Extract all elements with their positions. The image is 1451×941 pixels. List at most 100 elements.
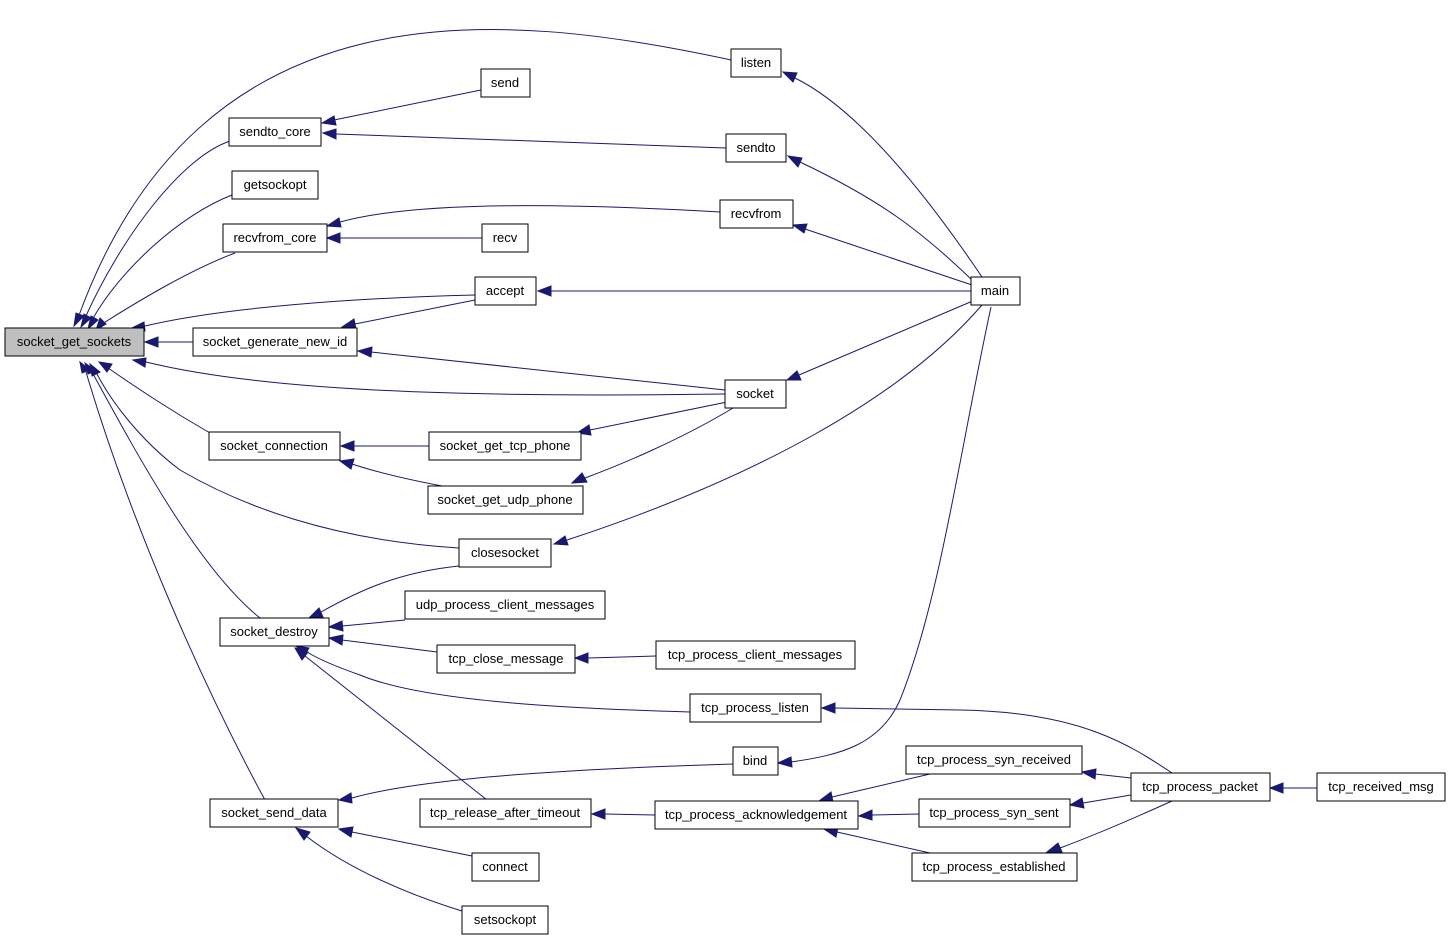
node-tcp_close_message[interactable]: tcp_close_message (436, 644, 576, 674)
arrowhead (73, 312, 85, 328)
node-setsockopt[interactable]: setsockopt (461, 905, 549, 935)
svg-text:socket: socket (736, 386, 774, 401)
svg-text:recvfrom: recvfrom (731, 206, 782, 221)
svg-text:closesocket: closesocket (471, 545, 539, 560)
svg-text:getsockopt: getsockopt (244, 177, 307, 192)
arrowhead (294, 827, 311, 841)
arrowhead (570, 472, 588, 484)
node-tcp_process_client_messages[interactable]: tcp_process_client_messages (655, 640, 856, 670)
arrowhead (320, 115, 337, 126)
node-socket_generate_new_id[interactable]: socket_generate_new_id (192, 327, 358, 357)
edge-socket-to-socket_generate_new_id (370, 351, 726, 391)
arrowhead (321, 128, 337, 140)
svg-text:tcp_close_message: tcp_close_message (449, 651, 564, 666)
node-tcp_received_msg[interactable]: tcp_received_msg (1316, 772, 1446, 802)
edge-tcp_close_message-to-socket_destroy (341, 639, 438, 653)
node-sendto_core[interactable]: sendto_core (228, 117, 322, 147)
edge-tcp_process_acknowledgement-to-tcp_release_after_timeout (604, 813, 656, 816)
arrowhead (95, 317, 107, 332)
arrowhead (293, 647, 309, 661)
node-accept[interactable]: accept (474, 276, 537, 306)
edge-closesocket-to-socket_destroy (320, 565, 460, 613)
arrowhead (87, 315, 99, 331)
edge-bind-to-socket_send_data (351, 763, 734, 799)
node-bind[interactable]: bind (732, 746, 779, 776)
arrowhead (337, 826, 354, 838)
edge-main-to-bind (790, 306, 992, 763)
arrowhead (785, 370, 802, 381)
svg-text:socket_generate_new_id: socket_generate_new_id (203, 334, 348, 349)
edge-main-to-sendto (799, 161, 973, 281)
arrowhead (791, 223, 808, 234)
edge-tcp_process_packet-to-tcp_process_listen (834, 707, 1173, 774)
node-tcp_process_syn_received[interactable]: tcp_process_syn_received (905, 745, 1083, 775)
svg-text:udp_process_client_messages: udp_process_client_messages (416, 597, 595, 612)
edge-main-to-closesocket (566, 304, 983, 541)
node-socket_get_tcp_phone[interactable]: socket_get_tcp_phone (428, 431, 582, 461)
edge-sendto-to-sendto_core (335, 133, 727, 149)
node-socket_get_udp_phone[interactable]: socket_get_udp_phone (427, 485, 584, 515)
node-udp_process_client_messages[interactable]: udp_process_client_messages (404, 590, 606, 620)
svg-text:tcp_process_acknowledgement: tcp_process_acknowledgement (665, 807, 847, 822)
node-tcp_process_packet[interactable]: tcp_process_packet (1130, 772, 1271, 802)
arrowhead (781, 71, 798, 83)
node-socket_destroy[interactable]: socket_destroy (219, 617, 330, 647)
node-tcp_process_syn_sent[interactable]: tcp_process_syn_sent (918, 798, 1071, 828)
node-connect[interactable]: connect (471, 852, 540, 882)
svg-text:bind: bind (743, 753, 768, 768)
arrowhead (356, 346, 373, 358)
node-tcp_release_after_timeout[interactable]: tcp_release_after_timeout (419, 798, 592, 828)
edges (77, 29, 1317, 912)
svg-text:socket_get_tcp_phone: socket_get_tcp_phone (440, 438, 571, 453)
edge-main-to-socket (798, 299, 976, 376)
node-socket_get_sockets[interactable]: socket_get_sockets (4, 327, 145, 357)
node-socket_connection[interactable]: socket_connection (208, 431, 341, 461)
edge-accept-to-socket_generate_new_id (354, 299, 476, 325)
svg-text:send: send (491, 75, 519, 90)
node-closesocket[interactable]: closesocket (458, 538, 552, 568)
node-send[interactable]: send (480, 68, 531, 98)
node-main[interactable]: main (970, 276, 1021, 306)
arrowhead (131, 357, 147, 368)
svg-text:connect: connect (482, 859, 528, 874)
edge-tcp_process_syn_sent-to-tcp_process_acknowledgement (871, 813, 920, 816)
svg-text:tcp_received_msg: tcp_received_msg (1328, 779, 1434, 794)
arrowhead (1080, 768, 1097, 780)
edge-tcp_release_after_timeout-to-socket_destroy (304, 655, 488, 801)
node-tcp_process_listen[interactable]: tcp_process_listen (689, 693, 822, 723)
node-recv[interactable]: recv (481, 223, 529, 253)
edge-listen-to-socket_get_sockets (77, 29, 732, 319)
arrowhead (1068, 797, 1085, 809)
arrowhead (552, 535, 569, 546)
arrowhead (337, 792, 353, 804)
arrowhead (820, 702, 836, 714)
node-recvfrom_core[interactable]: recvfrom_core (222, 223, 328, 253)
arrowhead (325, 217, 342, 228)
node-recvfrom[interactable]: recvfrom (719, 199, 794, 229)
node-getsockopt[interactable]: getsockopt (231, 170, 319, 200)
arrowhead (573, 652, 589, 664)
node-listen[interactable]: listen (730, 48, 782, 78)
edge-udp_process_client_messages-to-socket_destroy (341, 619, 406, 627)
svg-text:socket_send_data: socket_send_data (221, 805, 327, 820)
svg-text:tcp_process_syn_sent: tcp_process_syn_sent (929, 805, 1059, 820)
svg-text:main: main (981, 283, 1009, 298)
svg-text:setsockopt: setsockopt (474, 912, 537, 927)
svg-text:sendto_core: sendto_core (239, 124, 311, 139)
edge-socket_send_data-to-socket_get_sockets (85, 371, 266, 801)
svg-text:socket_get_sockets: socket_get_sockets (17, 334, 132, 349)
svg-text:accept: accept (486, 283, 525, 298)
node-sendto[interactable]: sendto (725, 133, 787, 163)
edge-socket_get_udp_phone-to-socket_connection (351, 463, 443, 487)
edge-tcp_process_packet-to-tcp_process_established (1059, 800, 1173, 849)
node-tcp_process_established[interactable]: tcp_process_established (911, 852, 1078, 882)
node-socket[interactable]: socket (724, 379, 787, 409)
edge-setsockopt-to-socket_send_data (305, 835, 463, 912)
svg-text:tcp_process_established: tcp_process_established (922, 859, 1065, 874)
edge-send-to-sendto_core (333, 89, 482, 121)
node-socket_send_data[interactable]: socket_send_data (209, 798, 339, 828)
node-tcp_process_acknowledgement[interactable]: tcp_process_acknowledgement (654, 800, 859, 830)
svg-text:socket_get_udp_phone: socket_get_udp_phone (437, 492, 572, 507)
arrowhead (857, 809, 873, 821)
